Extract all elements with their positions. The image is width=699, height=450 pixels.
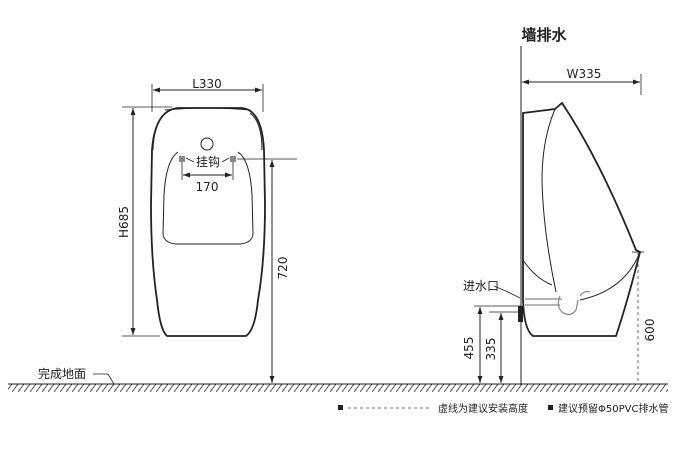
legend-bullet-pipe bbox=[548, 405, 553, 410]
hook-spacing-label: 170 bbox=[196, 180, 219, 194]
rim-left bbox=[152, 112, 167, 151]
side-inner-bowl bbox=[541, 108, 557, 293]
floor-label: 完成地面 bbox=[38, 366, 86, 381]
drain-height-label: 335 bbox=[484, 338, 498, 361]
width-label: L330 bbox=[192, 77, 222, 91]
floor-hatch bbox=[8, 384, 668, 392]
side-view: 墙排水 W335 进水口 455 335 600 bbox=[462, 26, 657, 385]
inlet-height-label: 455 bbox=[462, 337, 476, 360]
hook-leader-right bbox=[221, 157, 230, 163]
side-lower-curve bbox=[522, 259, 553, 286]
drain-trap bbox=[557, 295, 579, 316]
drain-outlet-block bbox=[518, 306, 523, 322]
mount-height-label: 720 bbox=[276, 257, 290, 280]
hook-label: 挂钩 bbox=[196, 155, 220, 169]
floor-leader bbox=[93, 373, 115, 385]
hook-leader-left bbox=[185, 157, 195, 163]
inlet-circle bbox=[200, 137, 214, 151]
front-view: L330 H685 挂钩 170 720 bbox=[117, 77, 297, 383]
drain-trap-top bbox=[579, 290, 591, 297]
height-label: H685 bbox=[117, 206, 131, 238]
inlet-leader bbox=[493, 285, 521, 299]
rim-height-label: 600 bbox=[643, 319, 657, 342]
urinal-side-outline bbox=[522, 101, 642, 337]
inlet-label: 进水口 bbox=[463, 279, 499, 293]
hook-right bbox=[230, 156, 236, 162]
urinal-front-outline bbox=[150, 107, 266, 337]
legend-bullet-dashed bbox=[338, 405, 343, 410]
floor: 完成地面 bbox=[8, 366, 668, 392]
legend-pipe-text: 建议预留Φ50PVC排水管 bbox=[558, 402, 668, 415]
urinal-inner-bowl bbox=[162, 151, 254, 245]
side-front-lip bbox=[579, 251, 641, 301]
rim-top bbox=[164, 107, 251, 111]
legend: 虚线为建议安装高度 建议预留Φ50PVC排水管 bbox=[338, 402, 668, 415]
hook-left bbox=[179, 156, 185, 162]
diagram-title: 墙排水 bbox=[521, 26, 567, 44]
depth-label: W335 bbox=[567, 67, 602, 81]
rim-right bbox=[249, 112, 263, 151]
legend-dashed-text: 虚线为建议安装高度 bbox=[438, 402, 528, 415]
